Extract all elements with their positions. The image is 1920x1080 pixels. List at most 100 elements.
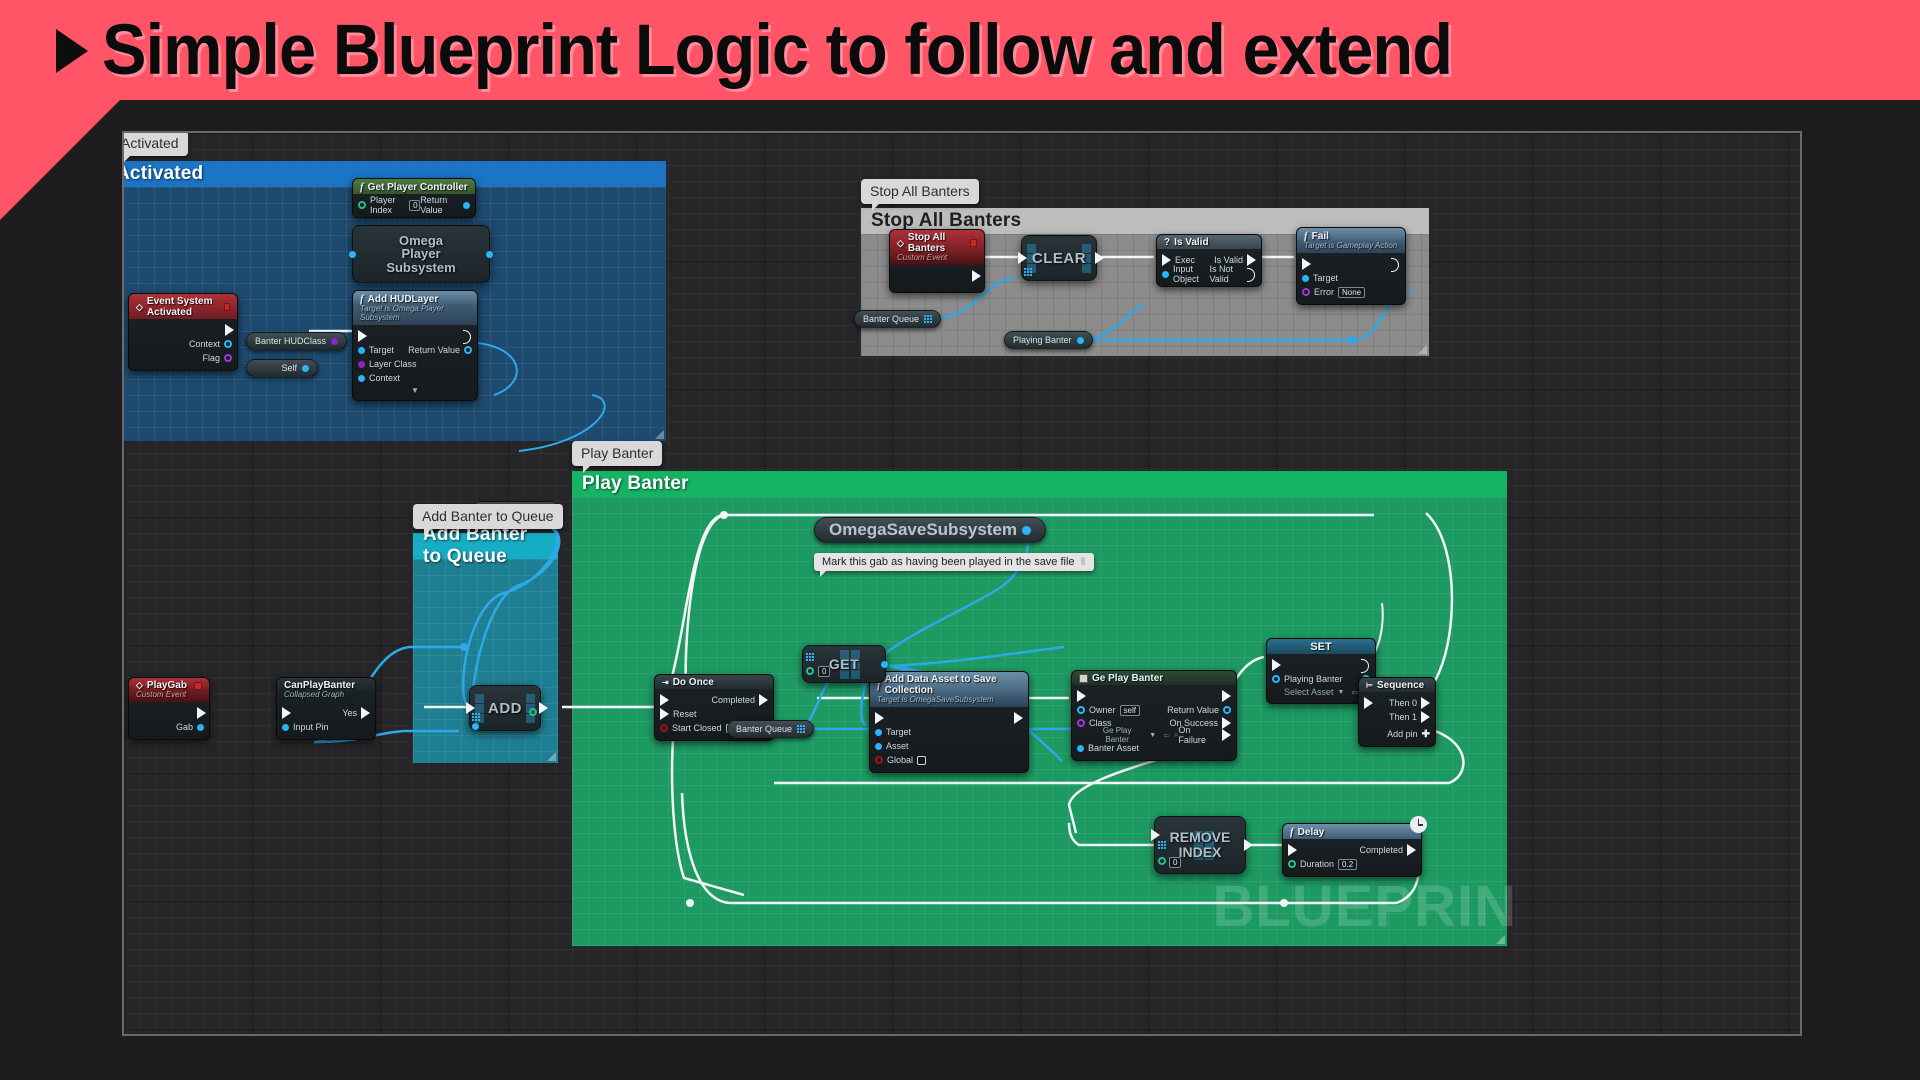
pin-row[interactable]: Context [129, 337, 237, 351]
note-drag-handle-icon[interactable]: ⣿ [1080, 558, 1086, 566]
browse-asset-icon[interactable]: ⇦ [1163, 730, 1170, 740]
node-add[interactable]: ADD [466, 685, 548, 731]
exec-out-pin-icon[interactable] [225, 324, 234, 336]
input-pin-icon[interactable] [282, 723, 289, 731]
gab-pin-icon[interactable] [197, 723, 204, 731]
node-fail[interactable]: f Fail Target is Gameplay Action Target … [1296, 227, 1406, 305]
pin-row[interactable]: Exec Is Valid [1157, 253, 1261, 267]
pin-row[interactable]: Input Pin [277, 720, 375, 734]
banter-hudclass-pin-icon[interactable] [331, 337, 339, 345]
index-pin-icon[interactable] [1158, 857, 1166, 865]
pin-row[interactable]: Target Return Value [353, 343, 477, 357]
variable-banter-queue-stop[interactable]: Banter Queue [854, 310, 942, 328]
pin-row[interactable]: Input Object Is Not Valid [1157, 264, 1261, 284]
exec-in-pin-icon[interactable] [282, 707, 291, 719]
node-event-system-activated[interactable]: ◇ Event System Activated Context Flag [128, 293, 238, 371]
error-value[interactable]: None [1338, 286, 1366, 298]
pin-row[interactable]: Target [870, 725, 1028, 739]
blueprint-graph-canvas[interactable]: Activated Activated f Get Player Control… [122, 131, 1802, 1036]
context-pin-icon[interactable] [224, 340, 232, 348]
input-object-pin-icon[interactable] [1162, 270, 1169, 278]
node-get-player-controller[interactable]: f Get Player Controller Player Index 0 R… [352, 178, 476, 218]
target-pin-icon[interactable] [1302, 274, 1309, 282]
node-add-data-asset-to-save-collection[interactable]: f Add Data Asset to Save Collection Targ… [869, 671, 1029, 773]
start-closed-pin-icon[interactable] [660, 724, 668, 732]
playing-banter-in-pin-icon[interactable] [1272, 675, 1280, 683]
exec-out-pin-icon[interactable] [1095, 252, 1104, 264]
node-get[interactable]: GET 0 [802, 645, 888, 683]
pin-row[interactable]: Duration 0.2 [1283, 857, 1421, 871]
node-remove-index[interactable]: REMOVE INDEX 0 [1151, 816, 1253, 874]
node-playgab[interactable]: ◇ PlayGab Custom Event Gab [128, 677, 210, 740]
exec-in-pin-icon[interactable] [875, 712, 884, 724]
omega-save-subsystem-pin-icon[interactable] [1022, 525, 1032, 535]
comment-resize-handle[interactable] [1418, 345, 1427, 354]
return-index-pin-icon[interactable] [529, 708, 537, 716]
then-0-exec-pin-icon[interactable] [1421, 697, 1430, 709]
pin-row[interactable]: Flag [129, 351, 237, 365]
exec-in-pin-icon[interactable] [1302, 258, 1311, 270]
exec-out-pin-icon[interactable] [463, 330, 472, 344]
exec-in-pin-icon[interactable] [358, 330, 367, 342]
pin-row[interactable]: Completed [1283, 843, 1421, 857]
error-pin-icon[interactable] [1302, 288, 1310, 296]
global-pin-icon[interactable] [875, 756, 883, 764]
pin-row[interactable]: Ge Play Banter ▼ ⇦ ⌕ On Failure [1072, 725, 1236, 745]
comment-resize-handle[interactable] [1496, 935, 1505, 944]
node-ge-play-banter[interactable]: Ge Play Banter Owner self Return Value C… [1071, 670, 1237, 761]
variable-banter-hudclass[interactable]: Banter HUDClass [246, 332, 348, 350]
pin-row[interactable]: Layer Class [353, 357, 477, 371]
completed-exec-pin-icon[interactable] [759, 694, 768, 706]
exec-out-pin-icon[interactable] [539, 702, 548, 714]
item-out-pin-icon[interactable] [881, 661, 888, 668]
exec-out-pin-icon[interactable] [1361, 659, 1370, 673]
node-stop-all-banters-event[interactable]: ◇ Stop All Banters Custom Event [889, 229, 985, 293]
chevron-down-icon[interactable]: ▼ [411, 385, 419, 395]
pin-row[interactable]: Target [1297, 271, 1405, 285]
reset-exec-pin-icon[interactable] [660, 708, 669, 720]
node-add-hudlayer[interactable]: f Add HUDLayer Target is Omega Player Su… [352, 290, 478, 401]
exec-in-pin-icon[interactable] [660, 694, 669, 706]
yes-exec-pin-icon[interactable] [361, 707, 370, 719]
add-pin-row[interactable]: Add pin ✚ [1359, 727, 1435, 741]
return-value-pin-icon[interactable] [463, 201, 470, 209]
node-omega-player-subsystem[interactable]: Omega Player Subsystem [349, 225, 493, 283]
asset-pin-icon[interactable] [875, 742, 882, 750]
pin-row[interactable]: Then 1 [1359, 710, 1435, 724]
chevron-down-icon[interactable]: ▼ [1337, 688, 1345, 696]
pin-row[interactable]: Asset [870, 739, 1028, 753]
target-pin-icon[interactable] [358, 346, 365, 354]
comment-resize-handle[interactable] [655, 430, 664, 439]
global-checkbox[interactable] [917, 755, 927, 765]
pin-row[interactable]: Gab [129, 720, 209, 734]
banter-queue-array-pin-icon[interactable] [924, 315, 933, 323]
owner-pin-icon[interactable] [1077, 706, 1085, 714]
variable-banter-queue-get[interactable]: Banter Queue [727, 720, 815, 738]
context-pin-icon[interactable] [358, 374, 365, 382]
duration-pin-icon[interactable] [1288, 860, 1296, 868]
exec-in-pin-icon[interactable] [1018, 252, 1027, 264]
comment-resize-handle[interactable] [547, 752, 556, 761]
index-pin-icon[interactable] [806, 667, 814, 675]
duration-value[interactable]: 0.2 [1338, 858, 1358, 870]
event-stop-icon[interactable] [194, 681, 202, 690]
exec-in-pin-icon[interactable] [1162, 254, 1171, 266]
set-var-value[interactable]: Select Asset [1284, 687, 1334, 697]
array-in-pin-icon[interactable] [472, 713, 480, 721]
pin-row[interactable]: Banter Asset [1072, 741, 1236, 755]
owner-value[interactable]: self [1119, 704, 1140, 716]
node-canplaybanter[interactable]: CanPlayBanter Collapsed Graph Yes Input … [276, 677, 376, 740]
remove-index-value[interactable]: 0 [1169, 857, 1182, 868]
pin-row[interactable]: Player Index 0 Return Value [353, 195, 475, 215]
exec-in-pin-icon[interactable] [1288, 844, 1297, 856]
return-value-pin-icon[interactable] [1223, 706, 1231, 714]
target-array-pin-icon[interactable] [1024, 268, 1032, 276]
pin-row[interactable]: Owner self Return Value [1072, 703, 1236, 717]
plus-icon[interactable]: ✚ [1421, 728, 1430, 740]
completed-exec-pin-icon[interactable] [1407, 844, 1416, 856]
variable-self[interactable]: Self [246, 359, 318, 377]
on-failure-exec-pin-icon[interactable] [1222, 729, 1231, 741]
self-pin-icon[interactable] [302, 364, 309, 372]
event-stop-icon[interactable] [970, 239, 977, 247]
exec-in-pin-icon[interactable] [1272, 659, 1281, 671]
